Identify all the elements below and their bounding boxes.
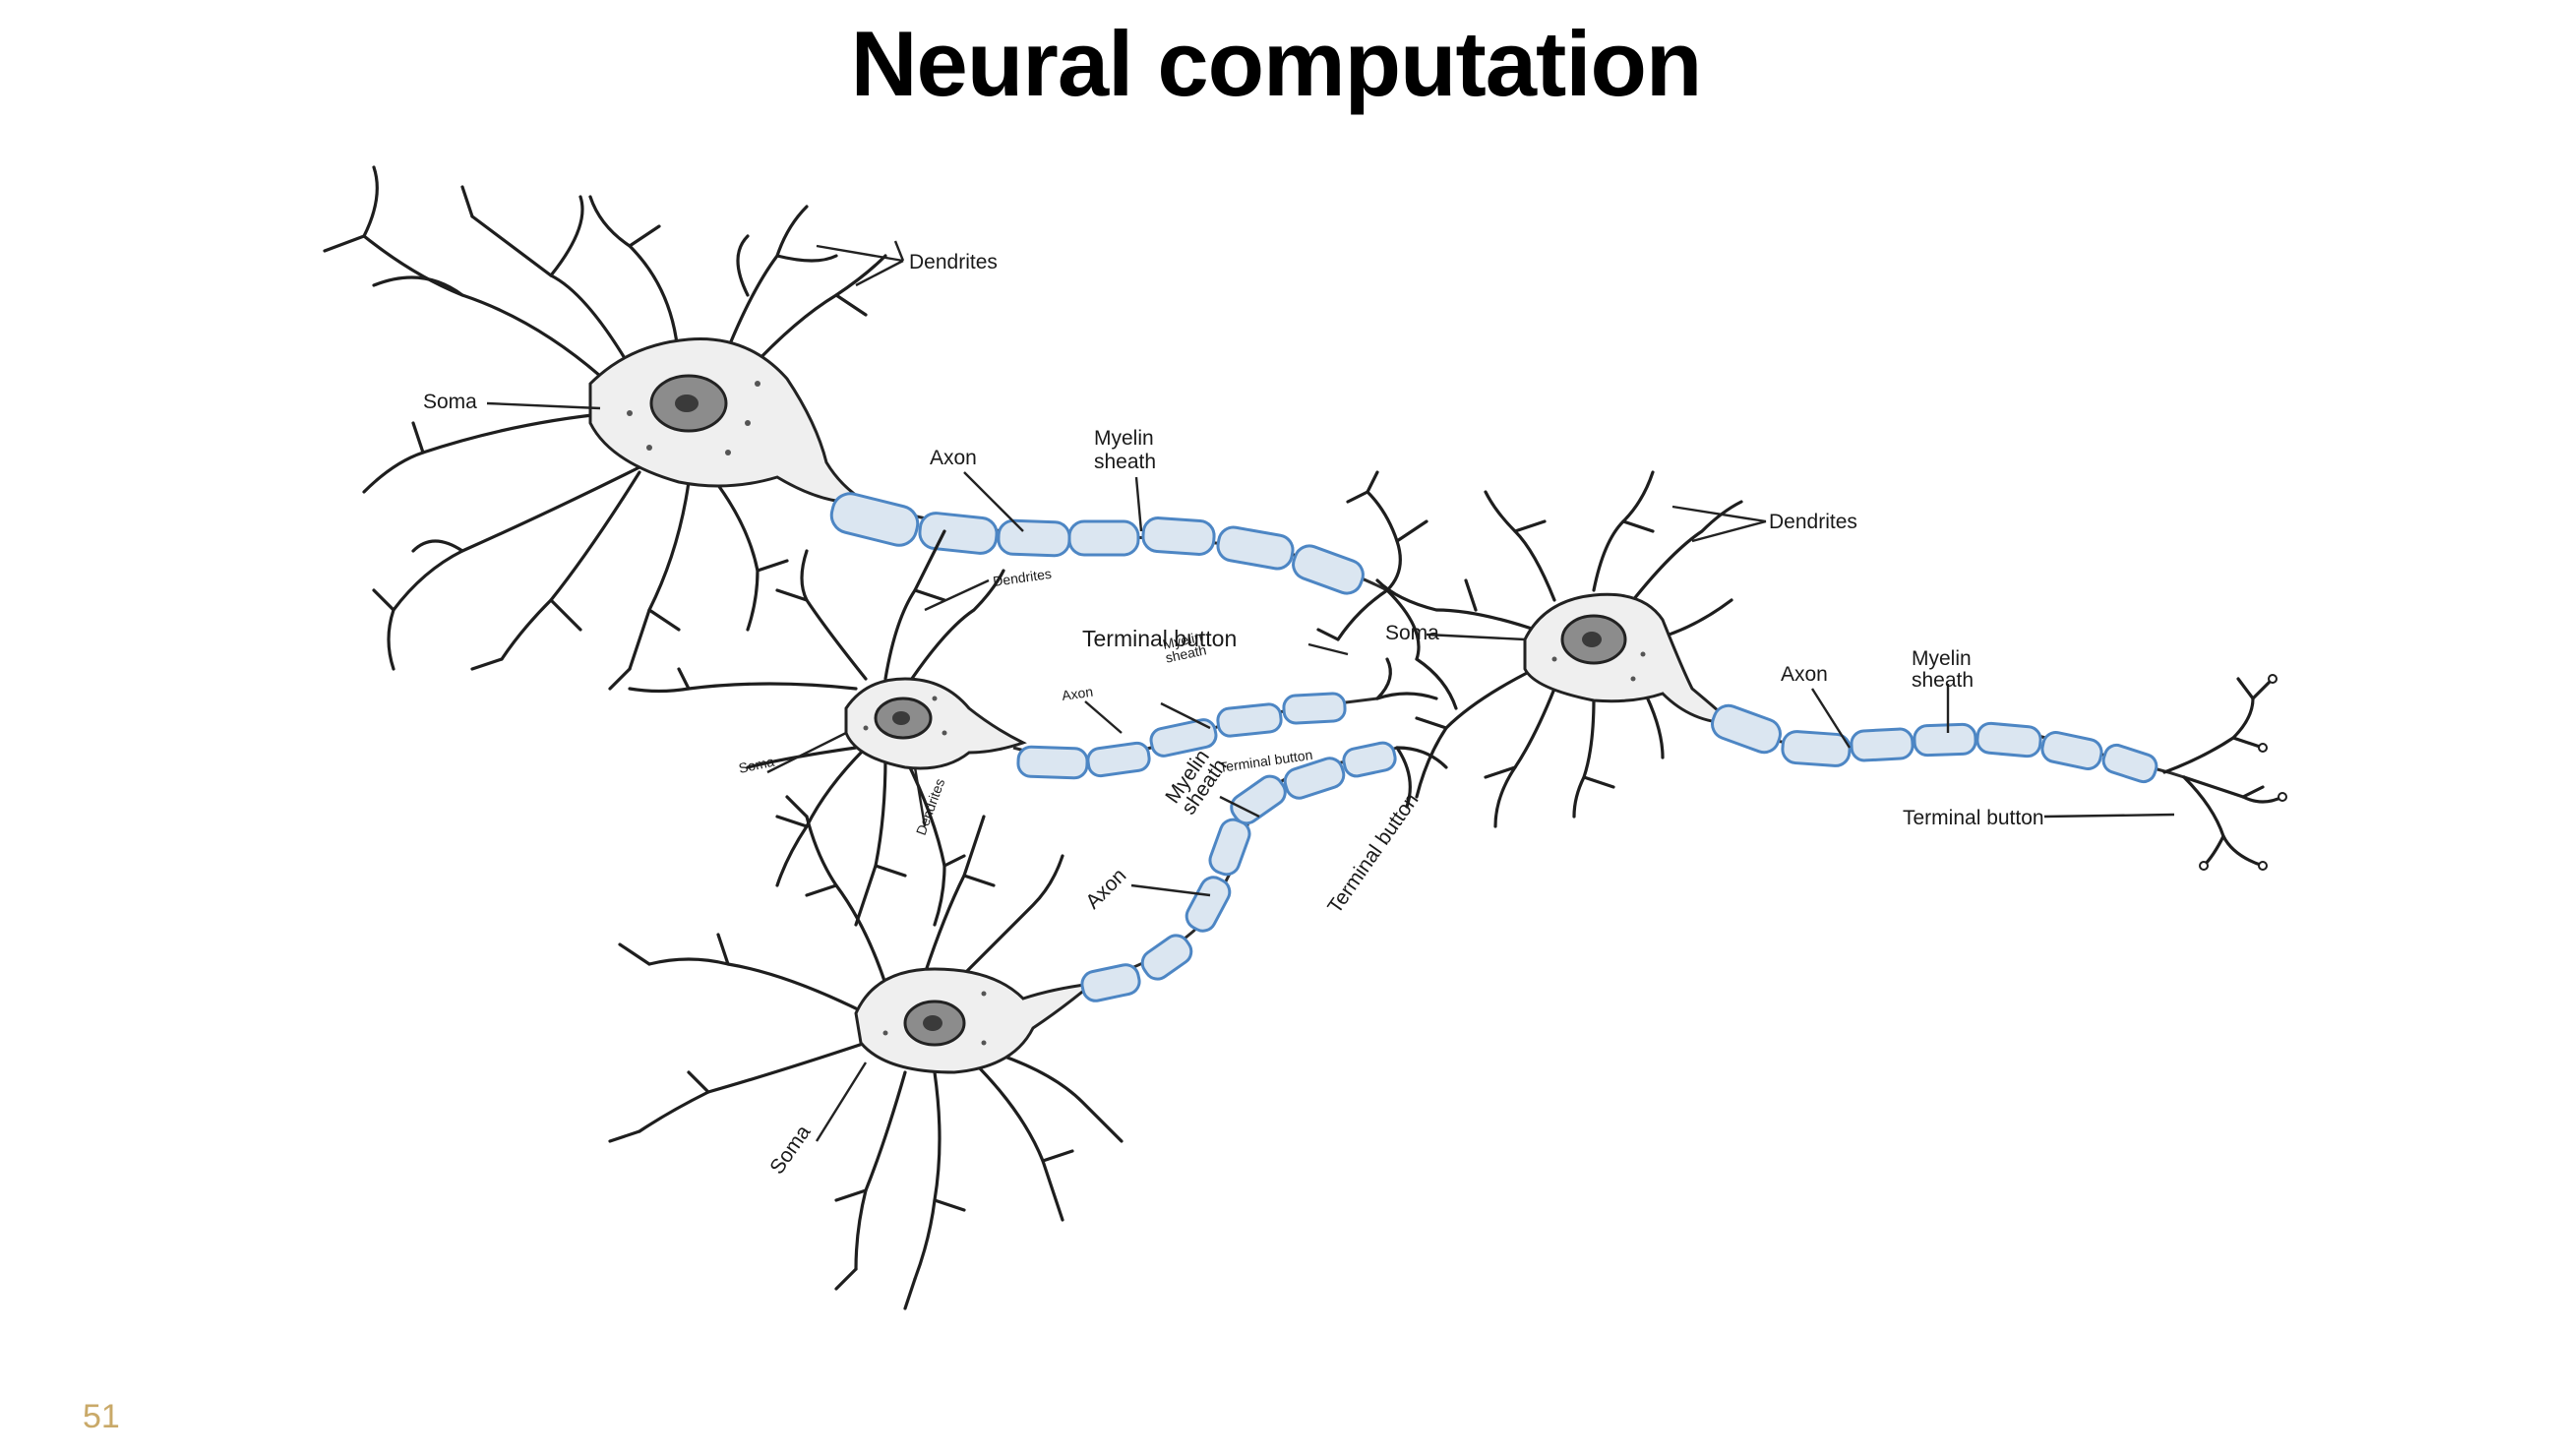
terminal-branches-convergence (1316, 470, 1458, 809)
soma-bottom (854, 967, 1097, 1074)
soma-middle-left (844, 677, 1027, 770)
page-number: 51 (83, 1398, 120, 1435)
label-myelin-top-line1: Myelin (1094, 427, 1154, 450)
label-myelin-top-line2: sheath (1094, 451, 1156, 473)
label-axon-right: Axon (1781, 663, 1828, 686)
axon-top (829, 492, 1388, 595)
label-myelin-right-line1: Myelin (1912, 647, 1972, 670)
label-terminal-button-right: Terminal button (1903, 807, 2044, 829)
slide-title: Neural computation (850, 12, 1703, 115)
dendrites-top-left (323, 165, 887, 691)
neuron-bottom (608, 795, 1124, 1310)
axon-middle (1012, 692, 1378, 780)
axon-lower (1080, 741, 1398, 1002)
neuron-top-left (323, 165, 887, 691)
soma-top-left (588, 337, 871, 505)
label-terminal-button-vertical: Terminal button (1323, 789, 1423, 918)
label-dendrites-top: Dendrites (909, 251, 998, 273)
label-dendrites-middle: Dendrites (992, 566, 1053, 589)
dendrites-right (1375, 470, 1743, 828)
label-soma-middle: Soma (737, 754, 775, 776)
neuron-middle-left (628, 529, 1027, 927)
dendrites-bottom (608, 795, 1124, 1310)
label-axon-top: Axon (930, 447, 977, 469)
neuron-right (1375, 470, 1743, 828)
label-myelin-right-line2: sheath (1912, 669, 1974, 692)
axon-right (1711, 703, 2185, 784)
label-axon-middle: Axon (1061, 684, 1094, 703)
label-soma-bottom: Soma (765, 1121, 815, 1178)
label-soma-top: Soma (423, 391, 477, 413)
leader-lines (486, 240, 2175, 1142)
label-terminal-button-middle: Terminal button (1082, 626, 1237, 651)
label-dendrites-right: Dendrites (1769, 511, 1857, 533)
label-axon-lower: Axon (1081, 864, 1130, 913)
terminal-branches-right (2162, 674, 2287, 871)
label-soma-right: Soma (1385, 622, 1439, 644)
